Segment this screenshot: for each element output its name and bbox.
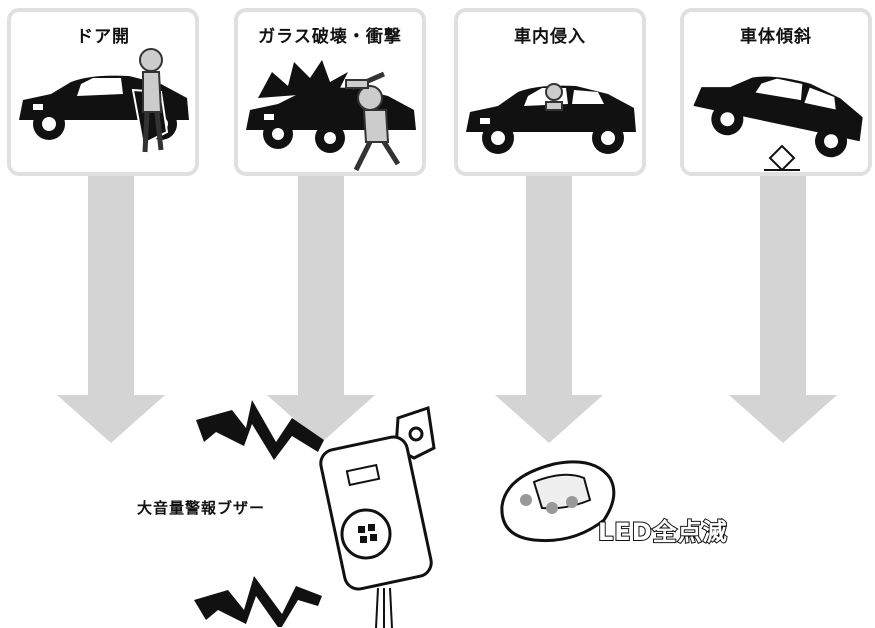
card-title: ドア開 (76, 27, 130, 47)
card-tilt: 車体傾斜 (680, 8, 872, 176)
buzzer-label: 大音量警報ブザー (137, 499, 266, 517)
card-intrusion: 車内侵入 (454, 8, 646, 176)
car-glass-break-illustration (246, 60, 416, 172)
alarm-buzzer-device (319, 406, 436, 628)
card-title: ガラス破壊・衝撃 (258, 27, 402, 47)
car-intrusion-illustration (466, 83, 636, 154)
card-door-open: ドア開 (7, 8, 199, 176)
card-glass-break: ガラス破壊・衝撃 (234, 8, 426, 176)
led-remote-device (500, 460, 616, 543)
card-title: 車体傾斜 (740, 27, 812, 47)
led-label: LED全点滅 (597, 517, 728, 547)
card-title: 車内侵入 (514, 27, 586, 47)
car-door-open-illustration (19, 48, 189, 153)
car-tilt-illustration (693, 76, 863, 172)
